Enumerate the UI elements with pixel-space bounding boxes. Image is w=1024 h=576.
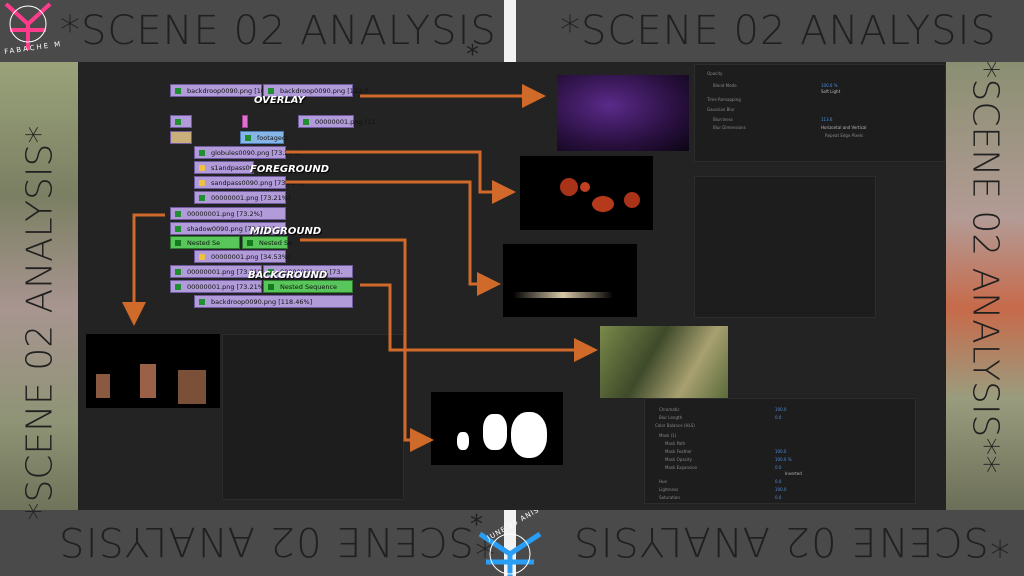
title-top-left: *SCENE 02 ANALYSIS xyxy=(60,8,497,54)
clip-icon xyxy=(268,269,274,275)
top-left-banner xyxy=(0,0,504,62)
timeline-panel[interactable]: backdroop0090.png [100.46%] backdroop009… xyxy=(170,84,375,310)
footage-preview-thumbnail xyxy=(86,334,220,408)
bottom-right-banner xyxy=(516,510,1024,576)
overlay-preview-thumbnail xyxy=(557,75,689,151)
layer-label-foreground: FOREGROUND xyxy=(250,164,330,175)
layer-label-overlay: OVERLAY xyxy=(254,95,305,106)
effect-controls-panel-bottom[interactable]: Chromatic 100.0 Blur Length 0.0 Color Ba… xyxy=(644,398,916,504)
left-side-image xyxy=(0,62,78,510)
timeline-clip[interactable]: backdroop0090.png [100.46%] xyxy=(170,84,288,97)
fx-icon xyxy=(199,165,205,171)
timeline-clip[interactable]: globules0090.png [73.21%] xyxy=(194,146,301,159)
timeline-clip[interactable]: 00000001.png [73.21%] xyxy=(170,280,266,293)
matte-preview-thumbnail xyxy=(431,392,563,465)
timeline-clip[interactable]: 00000001.png [12 xyxy=(298,115,375,128)
right-side-image xyxy=(946,62,1024,510)
clip-icon xyxy=(303,119,309,125)
title-top-right: *SCENE 02 ANALYSIS xyxy=(560,8,997,54)
arrow-foreground xyxy=(286,150,516,204)
arrow-midground xyxy=(300,238,434,452)
top-right-banner xyxy=(516,0,1024,62)
brand-logo-top-icon xyxy=(4,2,52,50)
timeline-clip-nested[interactable]: Nested Sequence xyxy=(263,280,353,293)
clip-icon xyxy=(199,150,205,156)
effect-controls-panel-left[interactable] xyxy=(222,334,404,500)
clip-icon xyxy=(199,299,205,305)
timeline-clip[interactable]: 00000001.png [73. xyxy=(263,265,353,278)
timeline-clip[interactable]: shadow0090.png [73.21%] xyxy=(170,222,286,235)
effect-controls-panel-mid[interactable] xyxy=(694,176,876,318)
timeline-clip[interactable]: 00000001.png [73.21%] xyxy=(170,265,266,278)
arrow-footage xyxy=(122,213,165,326)
clip-icon xyxy=(268,88,274,94)
fx-icon xyxy=(199,254,205,260)
arrow-background xyxy=(360,283,598,362)
timeline-clip[interactable] xyxy=(170,131,192,144)
timeline-clip[interactable]: 00000001.png [73.21%] xyxy=(194,191,290,204)
midground-preview-thumbnail xyxy=(503,244,637,317)
clip-icon xyxy=(247,240,253,246)
clip-icon xyxy=(175,269,181,275)
clip-icon xyxy=(268,284,274,290)
timeline-clip[interactable]: footagecr xyxy=(240,131,288,144)
timeline-clip-nested[interactable]: Nested Se xyxy=(170,236,240,249)
timeline-clip[interactable] xyxy=(170,115,192,128)
timeline-clip[interactable]: s1andpass0090 xyxy=(194,161,262,174)
bottom-left-banner xyxy=(0,510,504,576)
clip-icon xyxy=(175,284,181,290)
clip-icon xyxy=(175,211,181,217)
timeline-clip[interactable]: backdroop0090.png [122.7 xyxy=(263,84,368,97)
timeline-clip[interactable]: backdroop0090.png [118.46%] xyxy=(194,295,353,308)
clip-icon xyxy=(175,119,181,125)
layer-label-background: BACKGROUND xyxy=(248,270,328,281)
timeline-clip-nested[interactable]: Nested Se xyxy=(242,236,292,249)
timeline-clip-marker[interactable] xyxy=(242,115,248,128)
arrow-foreground-2 xyxy=(286,180,501,296)
timeline-clip[interactable]: sandpass0090.png [73.21%] xyxy=(194,176,304,189)
background-preview-thumbnail xyxy=(600,326,728,398)
fx-icon xyxy=(199,180,205,186)
timeline-clip[interactable]: 00000001.png [34.53%] xyxy=(194,250,290,263)
clip-icon xyxy=(175,88,181,94)
effect-controls-panel-top[interactable]: Opacity Blend Mode 100.0 % Soft Light Ti… xyxy=(694,64,946,162)
clip-icon xyxy=(175,226,181,232)
clip-icon xyxy=(175,240,181,246)
clip-icon xyxy=(199,195,205,201)
brand-logo-bottom-icon xyxy=(478,531,542,576)
layer-label-midground: MIDGROUND xyxy=(250,226,322,237)
clip-icon xyxy=(245,135,251,141)
foreground-preview-thumbnail xyxy=(520,156,653,230)
asterisk-bottom: * xyxy=(470,510,483,540)
timeline-clip[interactable]: 00000001.png [73.2%] xyxy=(170,207,286,220)
